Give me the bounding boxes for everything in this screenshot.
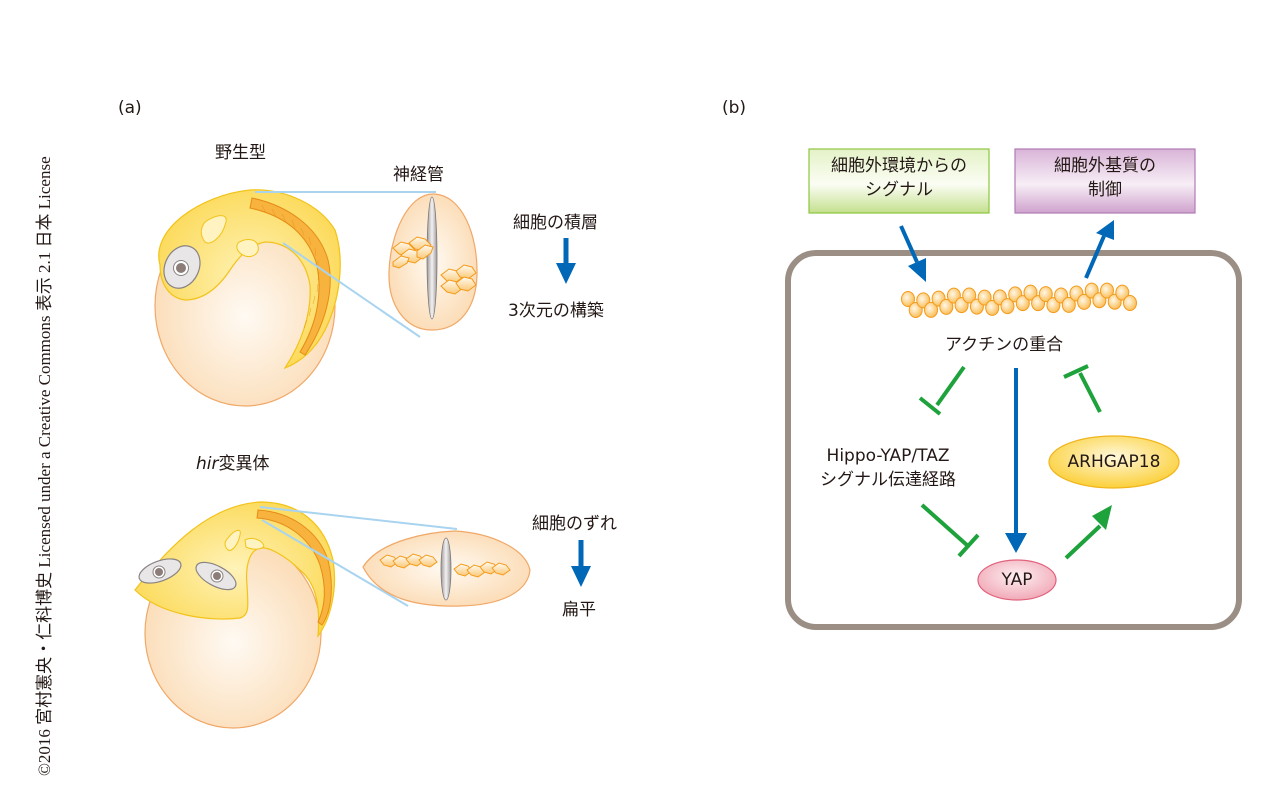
ecm-control-box-label: 細胞外基質の 制御 (1015, 154, 1195, 202)
input-arrow (899, 225, 926, 282)
mut-connector-bottom (261, 519, 409, 607)
yap-label: YAP (1001, 570, 1033, 590)
wt-connector-bottom (282, 242, 421, 338)
actin-bead (962, 287, 977, 304)
activate-yap-to-arhgap (1064, 505, 1112, 560)
actin-bead (939, 298, 954, 315)
mutant-process-top: 細胞のずれ (532, 514, 617, 534)
mut-fin (244, 537, 265, 550)
panel-a-illustration (134, 189, 591, 729)
actin-bead (1015, 295, 1030, 312)
actin-bead (977, 289, 992, 306)
mut-notochord (256, 509, 332, 626)
input-signal-box-label: 細胞外環境からの シグナル (809, 154, 989, 202)
actin-bead (1061, 296, 1076, 313)
mutant-title-gene: hir (196, 454, 219, 474)
yap-node (977, 559, 1057, 601)
ecm-control-line1: 細胞外基質の (1054, 156, 1156, 176)
input-signal-line1: 細胞外環境からの (831, 156, 967, 176)
actin-bead (1123, 295, 1137, 311)
wild-type-embryo (154, 189, 341, 407)
inhibit-actin-to-hippo (918, 365, 966, 416)
mut-connector-top (259, 506, 458, 530)
arhgap18-node (1048, 435, 1180, 489)
mut-body (134, 501, 336, 639)
output-arrow (1084, 220, 1114, 279)
input-signal-box (808, 148, 990, 214)
hippo-pathway-label: Hippo-YAP/TAZ シグナル伝達経路 (820, 444, 956, 492)
hippo-line1: Hippo-YAP/TAZ (826, 446, 950, 466)
mut-lumen (440, 537, 452, 601)
mut-neural-tube-section (362, 530, 531, 607)
actin-bead (901, 291, 915, 307)
wt-process-arrow (556, 238, 576, 284)
mutant-title-rest: 変異体 (218, 454, 270, 474)
actin-bead (924, 301, 938, 318)
inhibit-arhgap-to-actin (1063, 364, 1102, 413)
ecm-control-box (1014, 148, 1196, 214)
activate-actin-to-yap (1005, 368, 1027, 553)
wt-neural-tube-section (388, 193, 478, 331)
mut-otic (224, 529, 241, 551)
actin-bead (1000, 298, 1015, 315)
hippo-line2: シグナル伝達経路 (820, 470, 956, 490)
wt-process-top: 細胞の積層 (513, 213, 598, 233)
mutant-embryo (134, 501, 336, 729)
actin-bead (1077, 293, 1092, 310)
wt-lumen (426, 196, 438, 320)
inhibit-hippo-to-yap (920, 503, 980, 558)
panel-b-label: (b) (722, 98, 747, 118)
actin-bead (1115, 284, 1130, 301)
wild-type-title: 野生型 (215, 143, 266, 163)
actin-polymerization-label: アクチンの重合 (945, 335, 1064, 355)
panel-a-label: (a) (118, 98, 142, 118)
cell-membrane (785, 250, 1242, 630)
ecm-control-line2: 制御 (1088, 180, 1122, 200)
actin-filament (901, 282, 1137, 318)
wt-otic (200, 215, 227, 244)
mutant-title: hir変異体 (196, 449, 270, 474)
actin-bead (1023, 284, 1038, 301)
neural-tube-label: 神経管 (393, 165, 444, 185)
panel-b-diagram (785, 148, 1242, 630)
wt-process-bottom: 3次元の構築 (508, 301, 604, 321)
actin-bead (985, 299, 1000, 316)
actin-bead (1100, 282, 1114, 299)
input-signal-line2: シグナル (865, 180, 933, 200)
wt-fin (236, 239, 259, 257)
wt-notochord (249, 197, 331, 356)
actin-bead (1038, 286, 1053, 303)
arhgap18-label: ARHGAP18 (1067, 452, 1161, 472)
mut-process-arrow (571, 540, 591, 587)
mutant-process-bottom: 扁平 (562, 600, 596, 620)
